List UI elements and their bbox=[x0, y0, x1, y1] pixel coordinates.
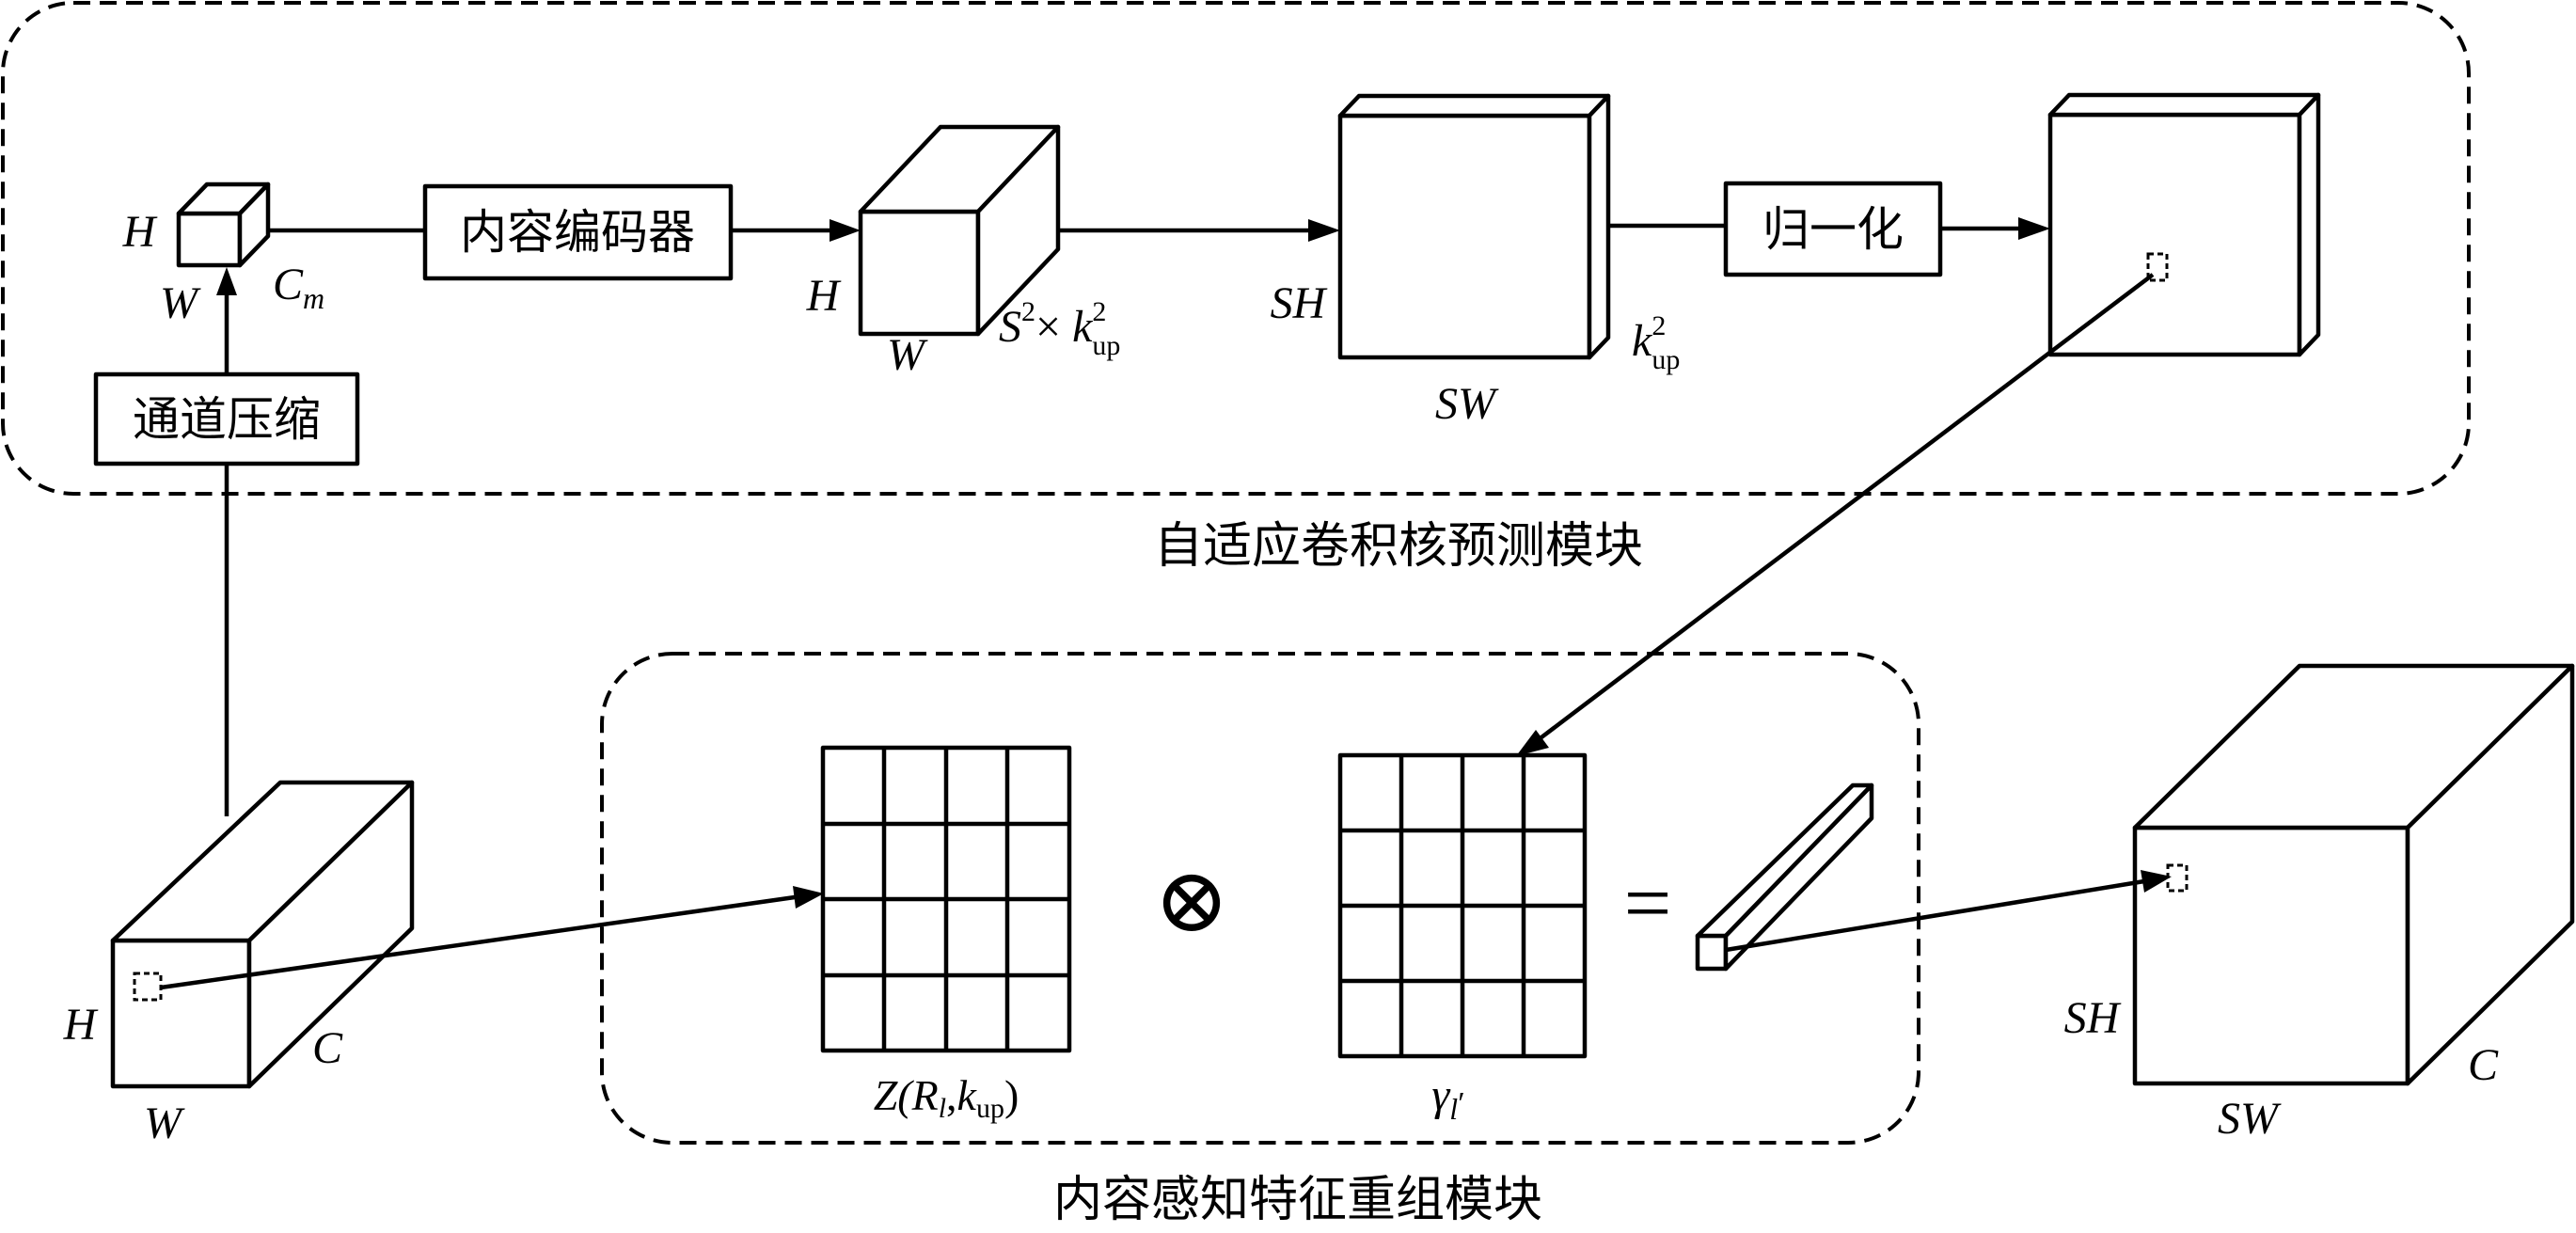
encoded-kernel-cube bbox=[858, 124, 1061, 337]
content-encoder-box bbox=[422, 183, 734, 281]
normalized-kernel-map bbox=[2047, 92, 2321, 357]
content-encoder-label: 内容编码器 bbox=[460, 205, 695, 260]
cube-to-kernel-map-arrowhead bbox=[1308, 219, 1340, 242]
kernel-selection-arrowhead bbox=[1516, 730, 1549, 756]
reassembled-feature-column bbox=[1695, 782, 1874, 972]
kernel-grid bbox=[1337, 752, 1588, 1059]
feature-reassembly-module-caption: 内容感知特征重组模块 bbox=[1053, 1172, 1542, 1228]
output-cube-sh-label: SH bbox=[2064, 993, 2122, 1043]
normalized-kernel-location-marker bbox=[2146, 252, 2169, 282]
neighborhood-grid bbox=[820, 745, 1072, 1053]
neighborhood-selection-arrowhead bbox=[793, 886, 824, 909]
equals-operator: = bbox=[1624, 857, 1672, 950]
kernel-map-sw-label: SW bbox=[1435, 379, 1499, 429]
kernel-map-slab bbox=[1337, 93, 1611, 360]
normalize-label: 归一化 bbox=[1762, 202, 1904, 257]
encoded-cube-w-label: W bbox=[887, 330, 928, 380]
small-cube-h-label: H bbox=[122, 207, 158, 257]
input-feature-cube bbox=[110, 780, 415, 1089]
result-to-output-line bbox=[1725, 878, 2145, 953]
small-cube-cm-label: Cm bbox=[273, 260, 324, 315]
otimes-operator: ⊗ bbox=[1154, 850, 1229, 951]
small-cube-w-label: W bbox=[160, 278, 201, 328]
kernel-prediction-module-caption: 自适应卷积核预测模块 bbox=[1154, 518, 1643, 575]
input-cube-c-label: C bbox=[312, 1023, 343, 1073]
kernel-selection-line bbox=[1536, 273, 2155, 742]
encoder-to-cube-arrowhead bbox=[830, 219, 861, 242]
kernel-map-sh-label: SH bbox=[1271, 278, 1328, 328]
output-location-marker bbox=[2166, 863, 2189, 893]
normalize-box bbox=[1723, 181, 1943, 277]
result-to-output-arrowhead bbox=[2141, 870, 2172, 893]
feature-reassembly-module-region bbox=[600, 652, 1920, 1145]
input-cube-w-label: W bbox=[144, 1099, 185, 1148]
channel-compress-label: 通道压缩 bbox=[133, 392, 321, 447]
normalize-to-map-arrowhead bbox=[2018, 217, 2050, 240]
output-cube-sw-label: SW bbox=[2218, 1094, 2282, 1144]
compress-to-cube-arrowhead bbox=[216, 267, 237, 295]
input-cube-h-label: H bbox=[63, 1000, 99, 1050]
neighborhood-selection-line bbox=[160, 894, 796, 990]
kernel-prediction-module-region bbox=[1, 1, 2471, 496]
compressed-feature-cube bbox=[176, 182, 271, 268]
encoded-cube-h-label: H bbox=[806, 271, 842, 321]
input-location-marker bbox=[133, 972, 163, 1002]
kernel-grid-label: γl′ bbox=[1431, 1070, 1464, 1126]
neighborhood-grid-label: Z(Rl,kup) bbox=[874, 1071, 1019, 1124]
output-cube-c-label: C bbox=[2468, 1040, 2499, 1090]
output-feature-cube bbox=[2132, 663, 2575, 1086]
